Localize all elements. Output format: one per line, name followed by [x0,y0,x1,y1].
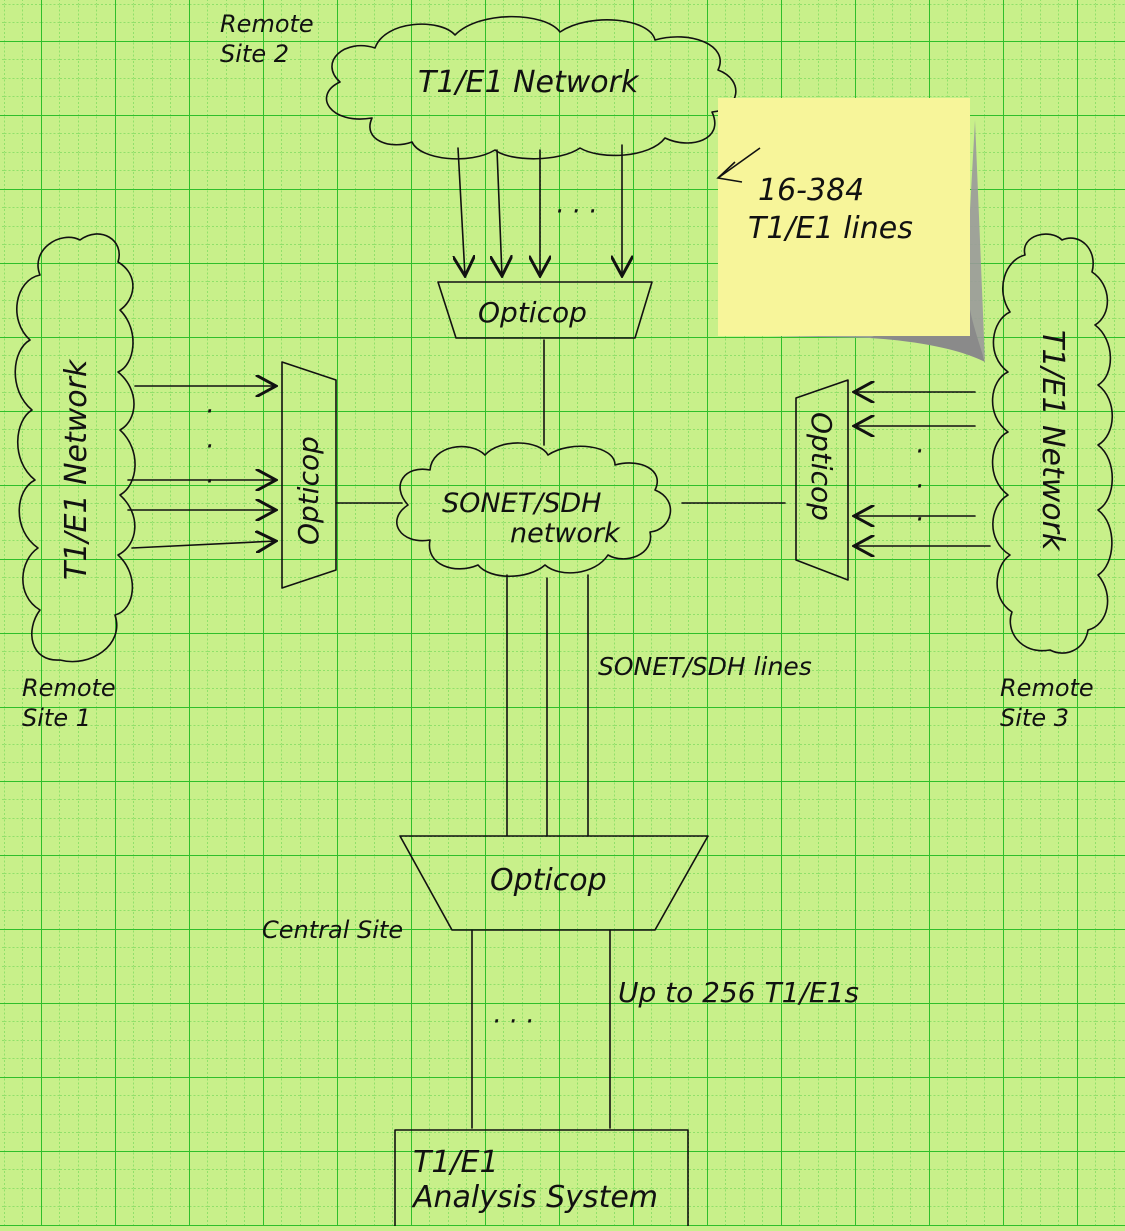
sonet-network-label-1: SONET/SDH [442,488,601,519]
svg-text:·: · [915,505,923,535]
central-site-label: Central Site [262,916,403,944]
bottom-opticop-label: Opticop [490,863,607,898]
left-opticop-label: Opticop [292,436,325,545]
svg-text:·: · [915,472,923,502]
top-dots: · · · [555,197,596,227]
remote-site-1-line-2: Site 1 [22,704,91,732]
left-network-cloud [14,233,136,663]
right-opticop-label: Opticop [805,412,838,521]
up-to-label: Up to 256 T1/E1s [618,976,859,1009]
analysis-label-2: Analysis System [411,1180,658,1215]
svg-text:·: · [205,467,213,497]
left-network-label: T1/E1 Network [59,358,94,580]
svg-text:·: · [205,432,213,462]
top-opticop-shape [437,281,653,339]
bottom-opticop-shape [399,835,709,931]
sonet-lines-label: SONET/SDH lines [598,652,812,681]
right-dots: · · · [915,437,923,535]
sticky-note: 16-384 T1/E1 lines [716,98,985,362]
top-network-cloud [325,15,737,160]
top-network-label: T1/E1 Network [418,65,640,100]
left-dots: · · · [205,397,213,497]
right-network-cloud [991,233,1114,654]
svg-text:·: · [205,397,213,427]
analysis-system-box [394,1129,689,1227]
remote-site-3-line-1: Remote [1000,674,1094,702]
top-opticop-label: Opticop [478,296,587,329]
sonet-network-label-2: network [510,518,621,549]
bottom-dots: · · · [492,1007,533,1037]
svg-text:·: · [915,437,923,467]
right-network-label: T1/E1 Network [1035,330,1070,552]
remote-site-3-line-2: Site 3 [1000,704,1069,732]
remote-site-2-line-1: Remote [220,10,314,38]
left-opticop-shape [281,361,337,589]
right-opticop-shape [795,379,849,581]
remote-site-1-line-1: Remote [22,674,116,702]
analysis-label-1: T1/E1 [413,1145,499,1180]
sticky-note-line-1: 16-384 [758,173,864,208]
remote-site-2-line-2: Site 2 [220,40,289,68]
sticky-note-line-2: T1/E1 lines [748,211,913,246]
sonet-network-cloud [396,442,672,577]
